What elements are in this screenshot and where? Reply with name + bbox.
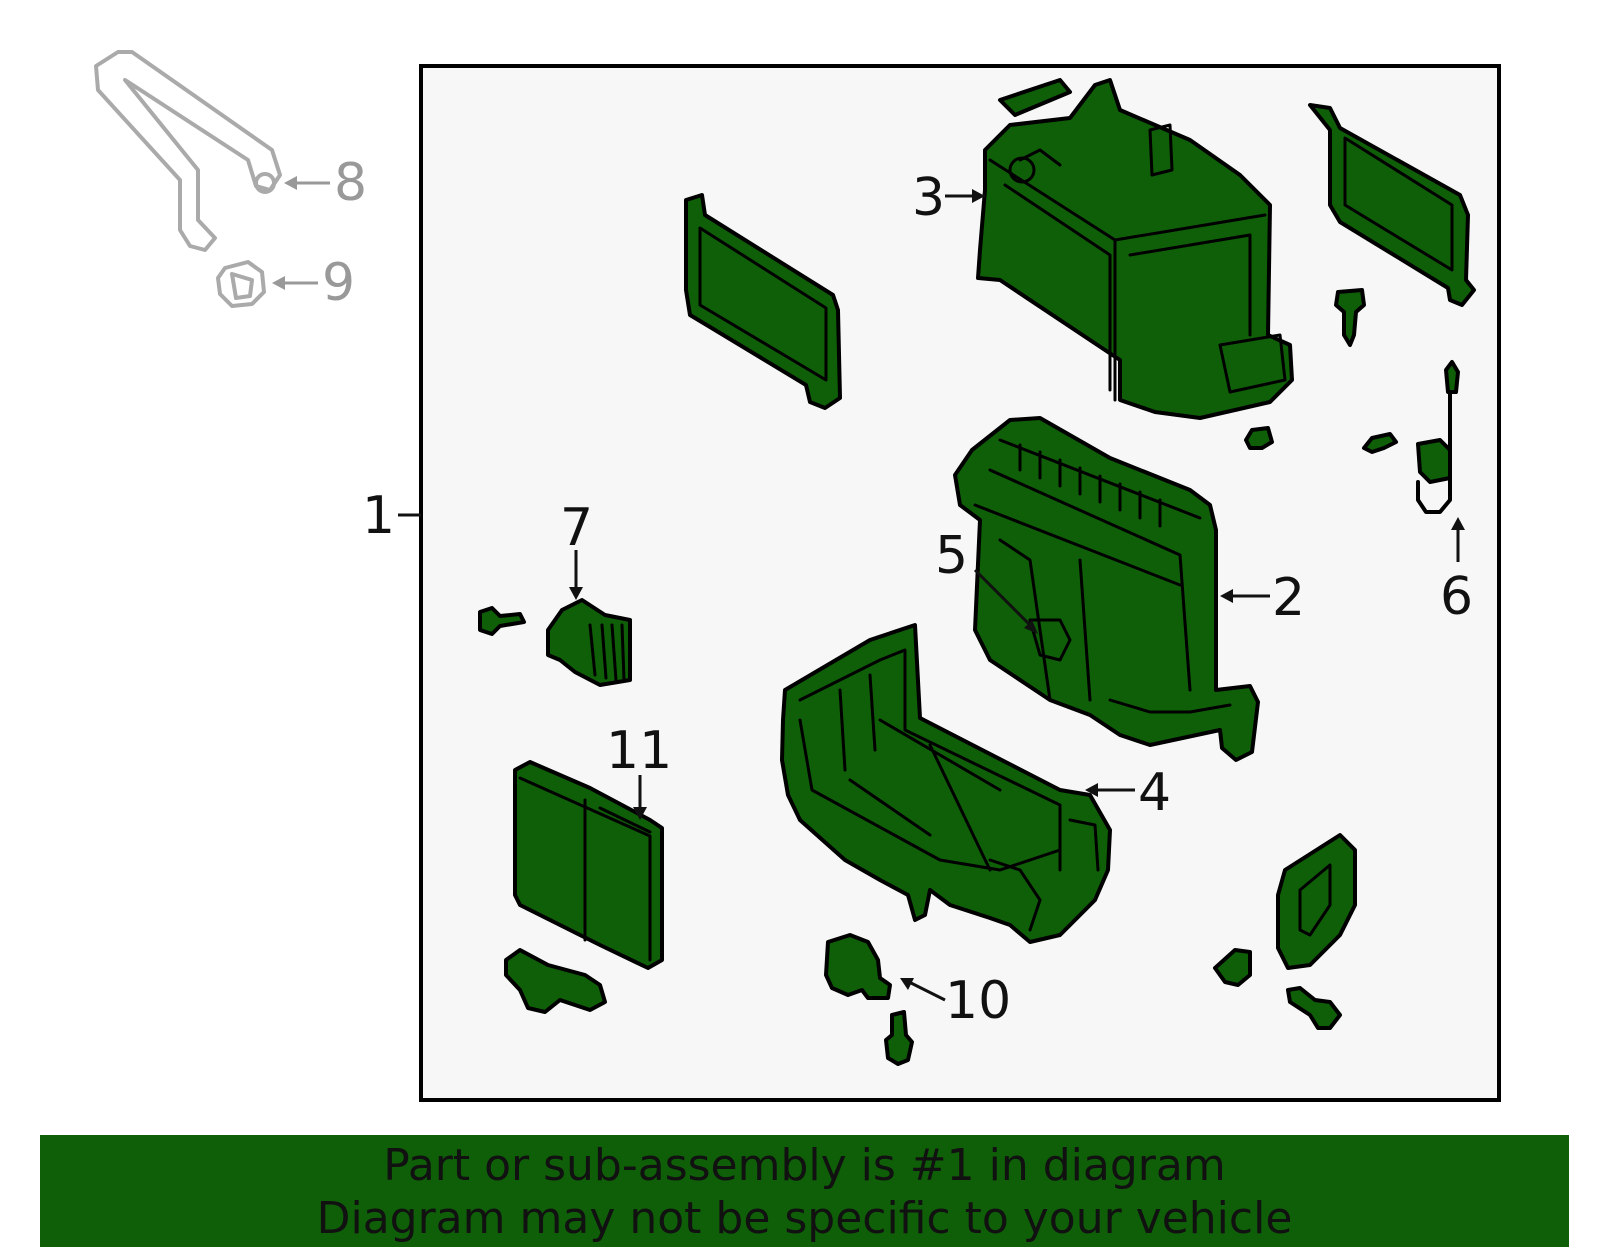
part-3-upper-case[interactable]: [976, 78, 1294, 420]
arrowhead-5: [1024, 620, 1038, 634]
part-7-resistor[interactable]: [546, 598, 632, 687]
arrowhead-3: [972, 189, 985, 203]
seal-panel-left[interactable]: [684, 193, 842, 410]
clip-small-2[interactable]: [1362, 432, 1398, 454]
callout-1: 1: [362, 486, 395, 546]
info-banner: Part or sub-assembly is #1 in diagram Di…: [40, 1135, 1569, 1247]
callout-2: 2: [1272, 568, 1305, 628]
part-6-sensor[interactable]: [1416, 360, 1460, 514]
callout-7: 7: [560, 498, 593, 558]
arrowhead-8: [284, 176, 297, 190]
part-9-clip[interactable]: [216, 260, 266, 308]
arrowhead-7: [569, 587, 583, 600]
screw-left[interactable]: [478, 606, 526, 636]
callout-10: 10: [945, 971, 1011, 1031]
part-10-actuator[interactable]: [824, 933, 892, 1000]
callout-8: 8: [334, 153, 367, 213]
part-11-filter[interactable]: [513, 760, 664, 970]
clip-bottom-right[interactable]: [1213, 948, 1252, 987]
arrowhead-4: [1085, 783, 1098, 797]
callout-5: 5: [935, 526, 968, 586]
part-8-hose-bracket[interactable]: [94, 50, 282, 252]
clip-small-1[interactable]: [1244, 426, 1274, 450]
bracket-lower-left[interactable]: [504, 948, 607, 1014]
banner-line-1: Part or sub-assembly is #1 in diagram: [383, 1140, 1226, 1191]
leader-10: [904, 978, 946, 1002]
leader-5: [973, 568, 1037, 632]
banner-line-2: Diagram may not be specific to your vehi…: [316, 1193, 1293, 1244]
callout-4: 4: [1138, 763, 1171, 823]
arrowhead-11: [633, 807, 647, 820]
arrowhead-2: [1220, 589, 1233, 603]
callout-11: 11: [606, 721, 672, 781]
part-4-lower-case[interactable]: [780, 623, 1112, 944]
callout-3: 3: [912, 168, 945, 228]
arrowhead-6: [1451, 517, 1465, 530]
callout-6: 6: [1440, 567, 1473, 627]
callout-9: 9: [322, 253, 355, 313]
arrowhead-9: [272, 276, 285, 290]
screw-bottom-center[interactable]: [884, 1010, 914, 1066]
screw-bottom-right[interactable]: [1286, 986, 1342, 1030]
screw-top-right[interactable]: [1334, 288, 1366, 347]
duct-seal[interactable]: [1276, 833, 1357, 970]
part-2-evaporator[interactable]: [953, 416, 1260, 762]
seal-panel-right[interactable]: [1308, 103, 1476, 307]
arrowhead-10: [900, 978, 914, 990]
